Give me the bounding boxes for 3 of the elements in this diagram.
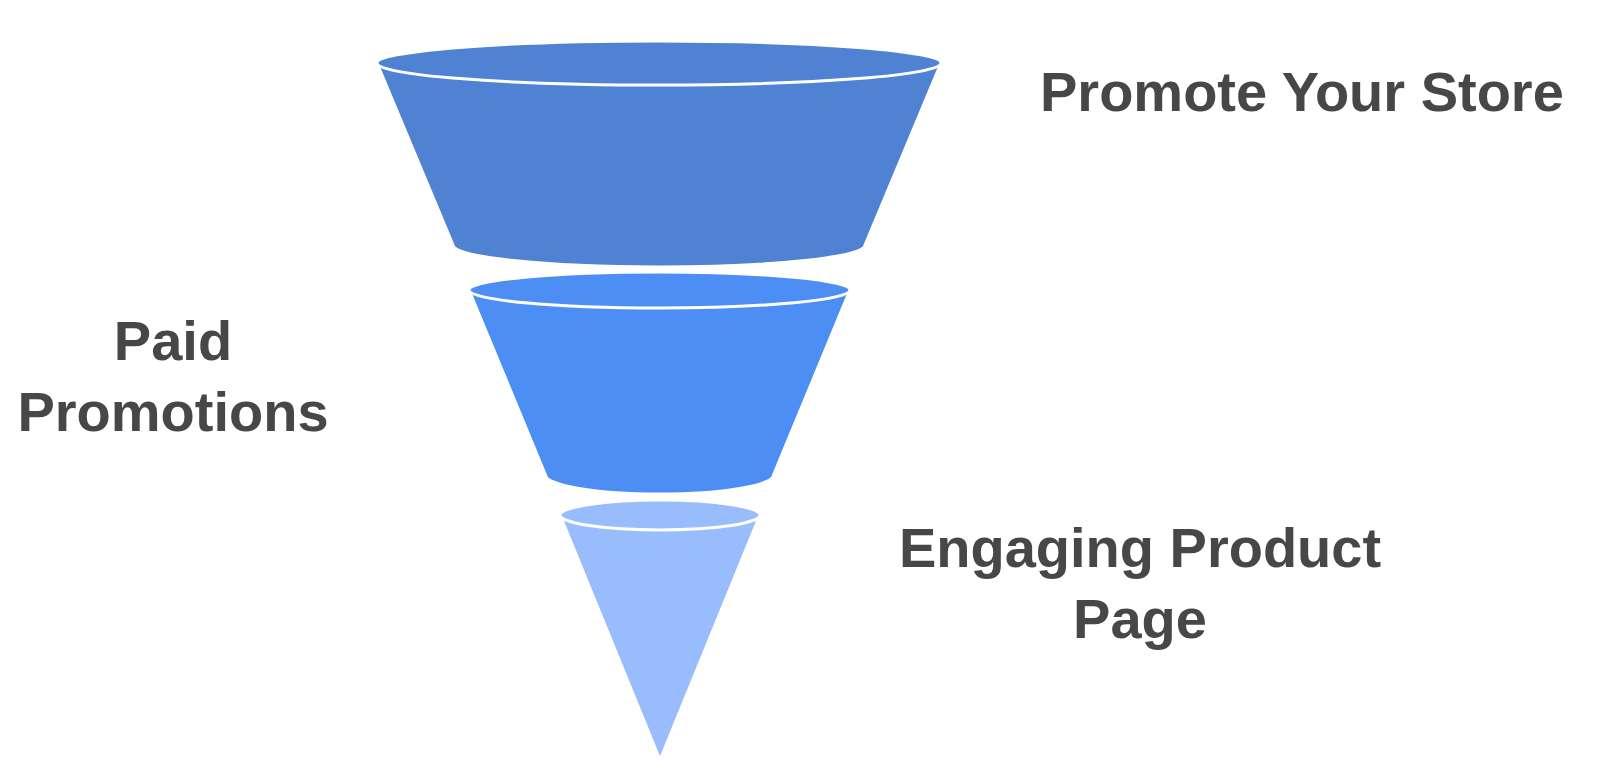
stage-label: Engaging Product Page	[897, 515, 1383, 652]
stage-label: Promote Your Store	[1040, 59, 1565, 125]
stage-label: Paid Promotions	[16, 308, 330, 445]
